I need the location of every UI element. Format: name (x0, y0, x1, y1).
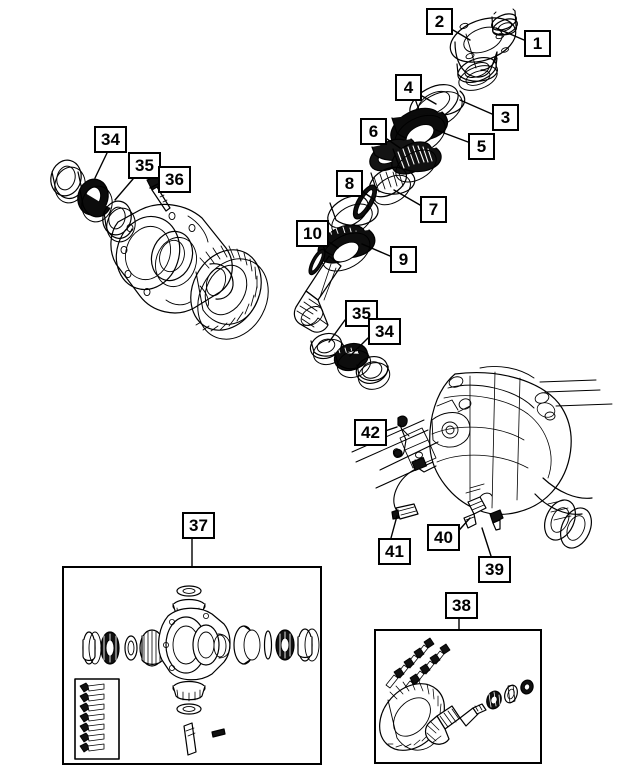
axle-housing (351, 366, 613, 549)
inset-38-contents (379, 637, 534, 751)
inset-frame-38 (374, 629, 542, 764)
leader-line-35 (328, 319, 346, 343)
callout-4[interactable]: 4 (395, 74, 422, 101)
leader-line-36 (149, 183, 159, 189)
leader-line-3 (459, 99, 493, 115)
callout-1[interactable]: 1 (524, 30, 551, 57)
callout-label: 3 (500, 107, 511, 127)
callout-34[interactable]: 34 (94, 126, 127, 153)
callout-label: 42 (361, 422, 380, 442)
leader-line-41 (390, 515, 398, 539)
callout-label: 9 (398, 249, 409, 269)
part-34-pinion-bearing (333, 342, 372, 379)
leader-line-6 (386, 138, 401, 149)
inset-37-contents (74, 585, 320, 760)
leader-line-34 (94, 152, 108, 179)
callout-label: 41 (385, 541, 404, 561)
differential-case-assembly (110, 203, 234, 314)
callout-35[interactable]: 35 (128, 152, 161, 179)
callout-label: 5 (476, 136, 487, 156)
callout-label: 1 (532, 33, 543, 53)
callout-8[interactable]: 8 (336, 170, 363, 197)
callout-label: 36 (165, 169, 184, 189)
pinion-gear-shaft (293, 255, 342, 333)
callout-41[interactable]: 41 (378, 538, 411, 565)
leader-line-5 (435, 129, 469, 143)
callout-label: 2 (434, 11, 445, 31)
callout-2[interactable]: 2 (426, 8, 453, 35)
part-42-vent-bracket (392, 415, 410, 458)
callout-label: 7 (428, 199, 439, 219)
leader-line-39 (481, 527, 492, 557)
callout-7[interactable]: 7 (420, 196, 447, 223)
callout-39[interactable]: 39 (478, 556, 511, 583)
pinion-bearing-cup-right (355, 356, 391, 390)
part-2-companion-flange (449, 17, 517, 91)
callout-38[interactable]: 38 (445, 592, 478, 619)
part-34-left-side-bearing (77, 178, 113, 223)
callout-label: 40 (434, 527, 453, 547)
callout-label: 35 (352, 303, 371, 323)
callout-6[interactable]: 6 (360, 118, 387, 145)
leader-line-35 (114, 178, 134, 201)
callout-label: 34 (375, 321, 394, 341)
part-10-inner-pinion-bearing (308, 224, 376, 276)
part-41-speed-sensor-harness (391, 456, 437, 520)
part-40-abs-sensor (463, 492, 493, 529)
ring-gear (190, 245, 269, 340)
part-6-collapsible-spacer (391, 141, 442, 183)
callout-37[interactable]: 37 (182, 512, 215, 539)
callout-36[interactable]: 36 (158, 166, 191, 193)
callout-label: 38 (452, 595, 471, 615)
leader-line-8 (362, 191, 376, 201)
callout-9[interactable]: 9 (390, 246, 417, 273)
leader-line-1 (495, 27, 525, 41)
callout-42[interactable]: 42 (354, 419, 387, 446)
callout-label: 8 (344, 173, 355, 193)
leader-line-7 (393, 189, 421, 206)
callout-label: 39 (485, 559, 504, 579)
callout-3[interactable]: 3 (492, 104, 519, 131)
callout-label: 34 (101, 129, 120, 149)
callout-label: 10 (303, 223, 322, 243)
part-4-outer-pinion-bearing (390, 107, 449, 156)
callout-label: 6 (368, 121, 379, 141)
callout-label: 35 (135, 155, 154, 175)
callout-10[interactable]: 10 (296, 220, 329, 247)
leader-line-9 (361, 243, 391, 257)
callout-40[interactable]: 40 (427, 524, 460, 551)
callout-5[interactable]: 5 (468, 133, 495, 160)
leader-line-2 (452, 29, 471, 41)
callout-34[interactable]: 34 (368, 318, 401, 345)
leader-line-4 (421, 95, 437, 105)
part-39-sensor-bolt (489, 509, 504, 531)
inset-frame-37 (62, 566, 322, 765)
leader-line-34 (349, 337, 369, 357)
callout-label: 4 (403, 77, 414, 97)
callout-label: 37 (189, 515, 208, 535)
